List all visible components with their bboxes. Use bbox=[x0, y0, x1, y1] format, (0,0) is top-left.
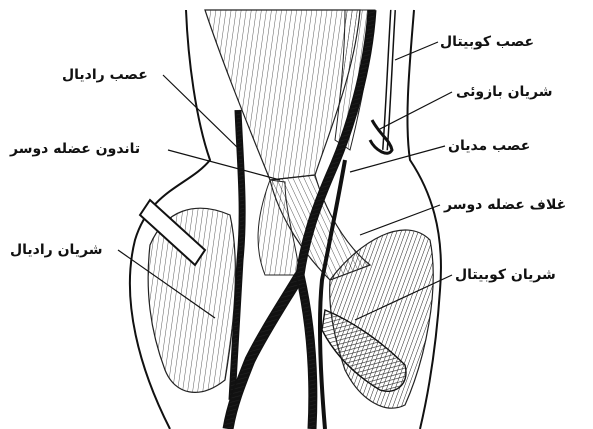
ulnar-nerve bbox=[385, 10, 393, 150]
forearm-muscles-left bbox=[148, 208, 235, 392]
label-radial-nerve: عصب رادیال bbox=[62, 67, 148, 83]
label-biceps-sheath: غلاف عضله دوسر bbox=[444, 197, 566, 213]
ulnar-artery bbox=[300, 275, 313, 429]
label-ulnar-artery: شریان کوبیتال bbox=[455, 267, 556, 283]
label-median-nerve: عصب مدیان bbox=[448, 138, 530, 154]
label-radial-artery: شریان رادیال bbox=[10, 242, 103, 258]
label-brachial-artery: شریان بازوئی bbox=[456, 84, 553, 100]
label-biceps-tendon: تاندون عضله دوسر bbox=[10, 141, 140, 157]
label-ulnar-nerve: عصب کوبیتال bbox=[440, 34, 534, 50]
biceps-muscle bbox=[205, 10, 375, 180]
